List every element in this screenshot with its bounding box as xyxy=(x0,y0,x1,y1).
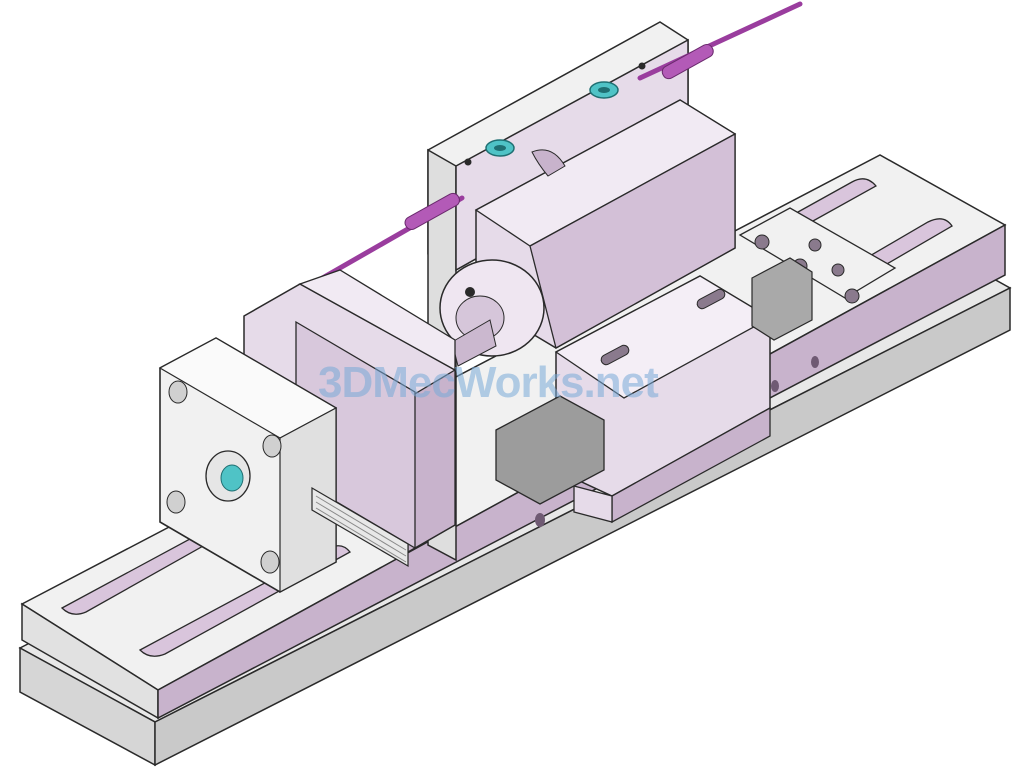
rail-side-holes xyxy=(535,356,819,527)
drive-gear xyxy=(495,257,813,505)
extruder-block xyxy=(474,99,737,349)
filament-rod-icon xyxy=(309,1,803,287)
idler-arm xyxy=(554,275,772,524)
motor-shaft-coupler xyxy=(439,259,545,367)
stepper-motor xyxy=(158,269,456,594)
ball-bearing-icon xyxy=(485,81,619,157)
